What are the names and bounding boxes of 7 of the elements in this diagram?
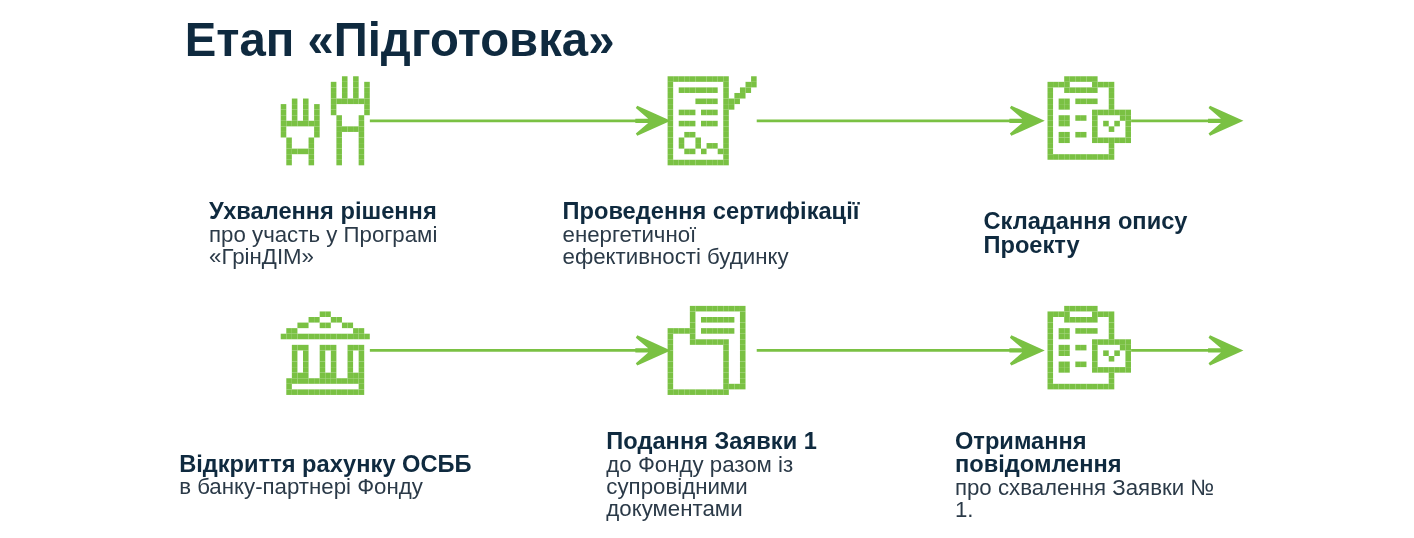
diagram-title: Етап «Підготовка» bbox=[184, 12, 614, 66]
node-text: Проведення сертифікації енергетичної ефективності будинку bbox=[562, 198, 859, 269]
node-text: Ухвалення рішення про участь у Програмі «ГрінДІМ» bbox=[208, 198, 437, 269]
node-text: Складання опису Проекту bbox=[982, 208, 1187, 259]
node-text: Отримання повідомлення про схвалення Заявки № 1. bbox=[954, 427, 1214, 523]
node-text: Подання Заявки 1 до Фонду разом із супровідними документами bbox=[605, 428, 817, 522]
node-text: Відкриття рахунку ОСББ в банку-партнері Фонду bbox=[178, 450, 472, 500]
